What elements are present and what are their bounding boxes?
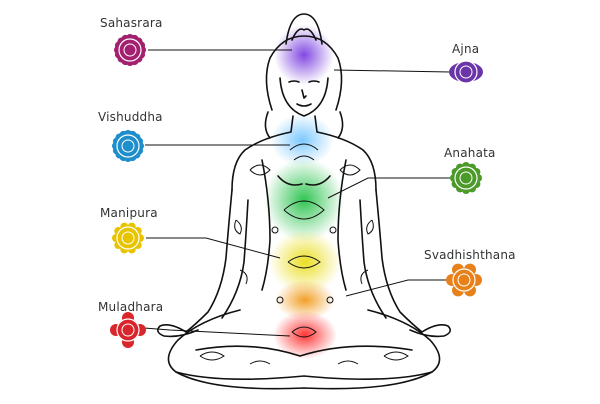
- muladhara-symbol-icon: [110, 312, 146, 348]
- connector-ajna: [333, 69, 451, 73]
- chakra-icons: [110, 34, 483, 348]
- label-vishuddha: Vishuddha: [98, 110, 163, 124]
- figure-outline: [156, 13, 452, 390]
- connector-anahata: [327, 177, 450, 199]
- label-manipura: Manipura: [100, 206, 158, 220]
- manipura-symbol-icon: [112, 222, 144, 254]
- connector-manipura: [146, 237, 281, 259]
- label-muladhara: Muladhara: [98, 300, 164, 314]
- anahata-symbol-icon: [450, 162, 482, 194]
- svadhishthana-symbol-icon: [446, 263, 482, 297]
- chakra-glows: [264, 25, 344, 359]
- label-anahata: Anahata: [444, 146, 496, 160]
- glow-manipura: [269, 230, 341, 294]
- glow-svadhishthana: [275, 280, 335, 320]
- sahasrara-symbol-icon: [114, 34, 146, 66]
- glow-muladhara: [273, 311, 337, 359]
- connector-svadhishthana: [345, 279, 450, 297]
- figure-ornaments: [199, 143, 409, 365]
- glow-sahasrara: [274, 25, 334, 85]
- glow-vishuddha: [270, 114, 334, 166]
- vishuddha-symbol-icon: [112, 130, 144, 162]
- label-ajna: Ajna: [452, 42, 480, 56]
- connector-lines: [143, 49, 451, 337]
- label-svadhishthana: Svadhishthana: [424, 248, 516, 262]
- ajna-symbol-icon: [449, 60, 483, 84]
- glow-anahata: [264, 158, 344, 242]
- label-sahasrara: Sahasrara: [100, 16, 163, 30]
- connector-muladhara: [143, 327, 291, 337]
